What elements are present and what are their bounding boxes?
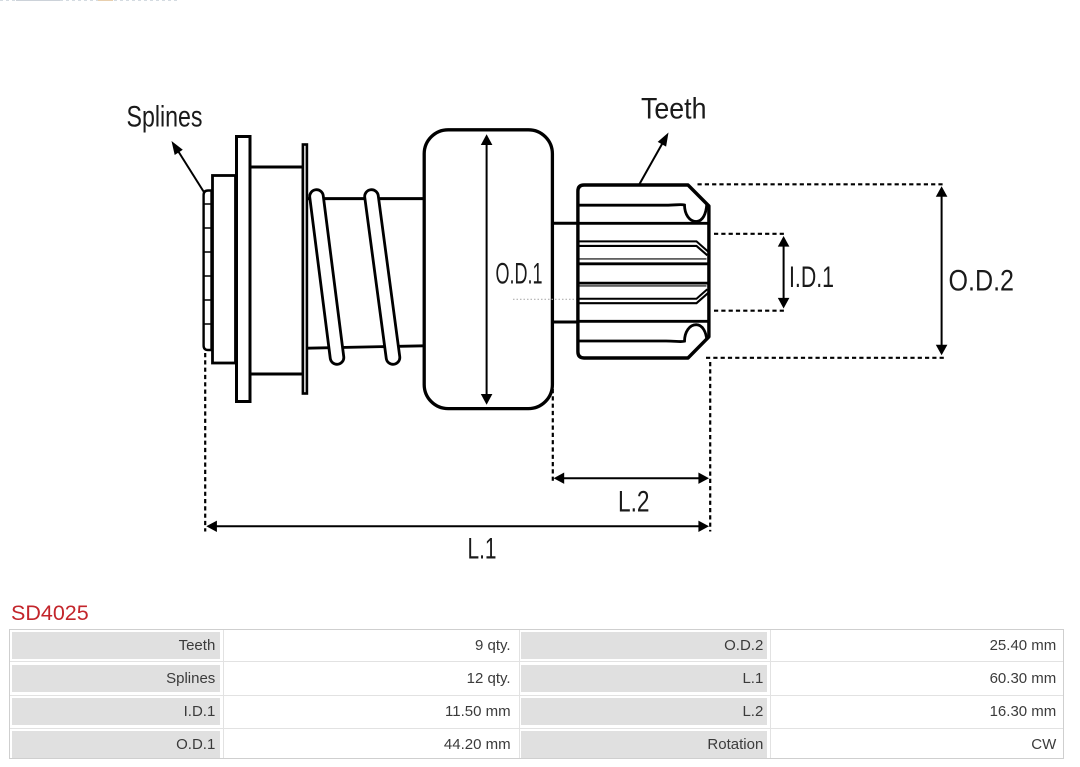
svg-text:O.D.1: O.D.1: [496, 258, 543, 291]
svg-text:Splines: Splines: [127, 101, 203, 134]
svg-text:I.D.1: I.D.1: [789, 261, 834, 294]
svg-text:O.D.2: O.D.2: [949, 265, 1015, 298]
svg-text:Teeth: Teeth: [641, 93, 707, 126]
svg-text:L.1: L.1: [468, 533, 497, 566]
svg-text:L.2: L.2: [618, 486, 650, 519]
